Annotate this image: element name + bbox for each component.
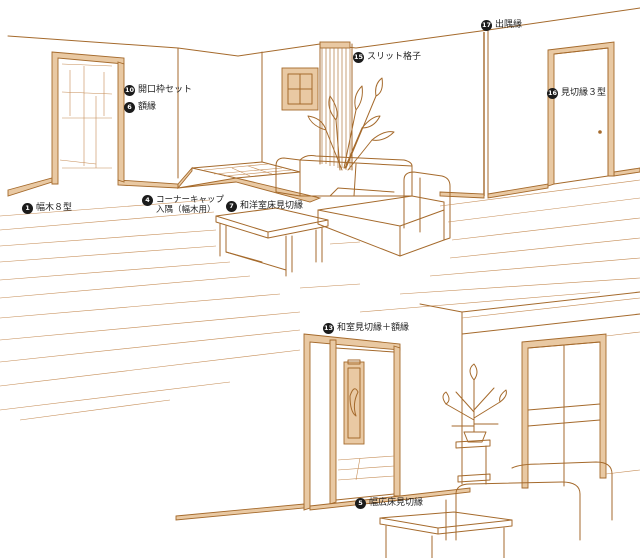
callout-4-badge: 4: [142, 195, 153, 206]
plant-top: [307, 77, 395, 171]
top-room-walls: [7, 7, 640, 199]
callout-6-badge: 6: [124, 102, 135, 113]
slit-lattice: [319, 41, 353, 171]
callout-17-outer-corner-trim: 17 出隅縁: [481, 20, 522, 31]
coffee-table-top: [215, 207, 329, 277]
callout-4-text-stack: コーナーキャップ 入隅（幅木用）: [156, 195, 224, 215]
callout-5-badge: 5: [355, 498, 366, 509]
callout-7-badge: 7: [226, 201, 237, 212]
bottom-room: [175, 291, 640, 558]
callout-5-wide-floor-trim: 5 幅広床見切縁: [355, 498, 423, 509]
left-doorway: [51, 51, 125, 185]
callout-7-floor-divider: 7 和洋室床見切縁: [226, 201, 303, 212]
callout-1-baseboard: 1 幅木８型: [22, 203, 72, 214]
callout-17-text: 出隅縁: [495, 20, 523, 30]
callout-15-badge: 15: [353, 52, 364, 63]
callout-4-corner-cap: 4 コーナーキャップ 入隅（幅木用）: [142, 195, 224, 215]
callout-16-edge-trim-type3: 16 見切縁３型: [547, 88, 606, 99]
callout-10-opening-frame-set: 10 開口枠セット: [124, 85, 192, 96]
callout-13-badge: 13: [323, 323, 334, 334]
callout-1-text: 幅木８型: [36, 203, 73, 213]
callout-17-badge: 17: [481, 20, 492, 31]
callout-7-text: 和洋室床見切縁: [240, 201, 304, 211]
callout-16-badge: 16: [547, 88, 558, 99]
callout-5-text: 幅広床見切縁: [369, 498, 424, 508]
callout-15-slit-lattice: 15 スリット格子: [353, 52, 421, 63]
callout-16-text: 見切縁３型: [561, 88, 607, 98]
callout-10-text: 開口枠セット: [138, 85, 193, 95]
window: [281, 67, 319, 111]
callout-13-washitsu-trim-casing: 13 和室見切縁＋額縁: [323, 323, 409, 334]
callout-6-text: 額縁: [138, 102, 157, 112]
callout-15-text: スリット格子: [367, 52, 422, 62]
right-door: [547, 41, 615, 187]
callout-6-casing: 6 額縁: [124, 102, 156, 113]
callout-13-text: 和室見切縁＋額縁: [337, 323, 410, 333]
callout-4-line1: コーナーキャップ: [156, 195, 225, 205]
callout-10-badge: 10: [124, 85, 135, 96]
sofa-top: [275, 155, 451, 257]
callout-1-badge: 1: [22, 203, 33, 214]
floor-boards: [0, 179, 640, 421]
callout-4-line2: 入隅（幅木用）: [156, 205, 216, 215]
